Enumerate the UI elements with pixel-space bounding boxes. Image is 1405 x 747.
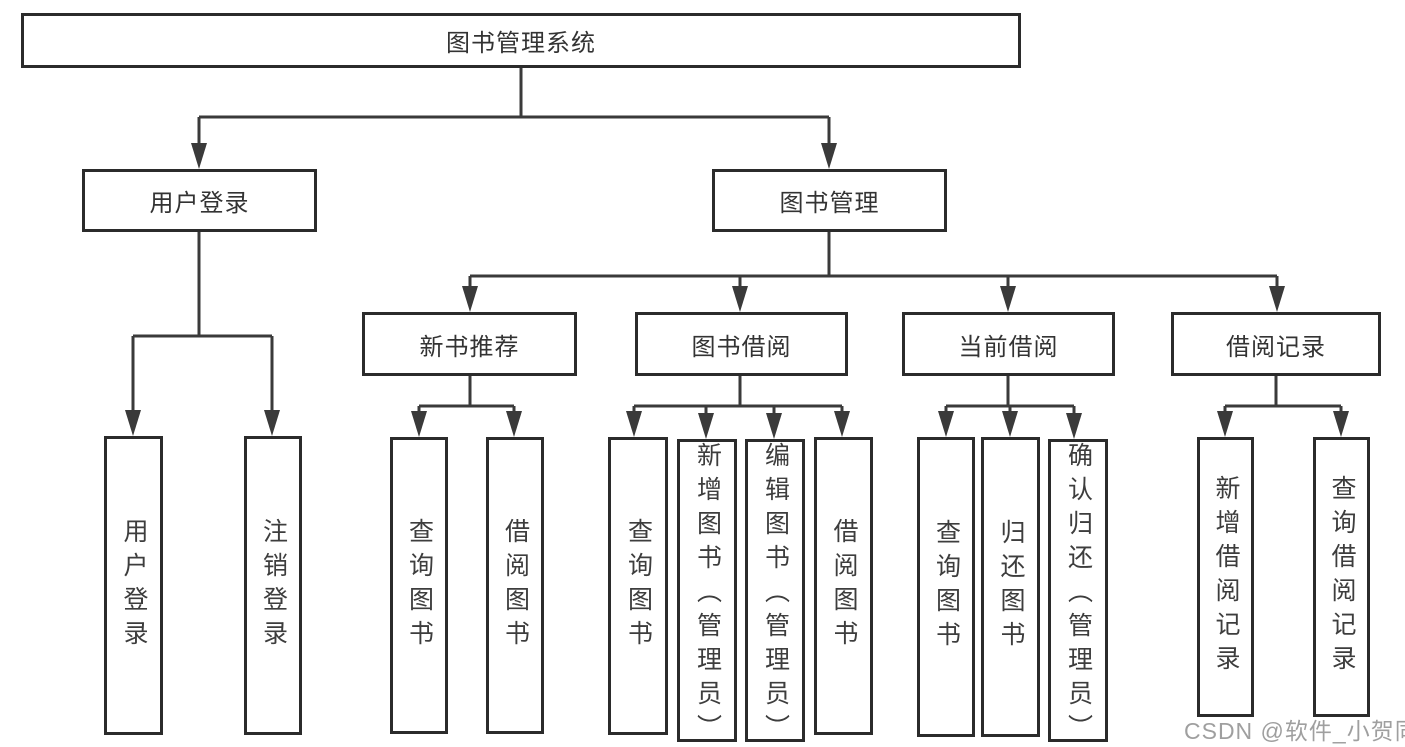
leaf-query-borrow-record: 查询借阅记录: [1313, 437, 1370, 717]
connector-book-borrow: [632, 376, 844, 417]
arrow-icon: [506, 411, 522, 437]
arrow-icon: [626, 411, 642, 437]
arrow-icon: [821, 143, 837, 169]
leaf-user-login: 用户登录: [104, 436, 163, 735]
leaf-edit-book-admin: 编辑图书（管理员）: [745, 439, 805, 747]
leaf-return-book: 归还图书: [981, 437, 1040, 737]
arrow-icon: [1217, 411, 1233, 437]
leaf-label: 借阅图书: [501, 517, 530, 654]
arrow-icon: [766, 413, 782, 439]
leaf-query-books-current: 查询图书: [917, 437, 975, 737]
connector-user-login: [131, 232, 274, 414]
leaf-logout: 注销登录: [244, 436, 302, 735]
arrow-icon: [462, 286, 478, 312]
arrow-icon: [264, 410, 280, 436]
leaf-label: 编辑图书（管理员）: [761, 442, 790, 747]
connector-current-borrow: [944, 376, 1076, 417]
connector-book-mgmt: [468, 232, 1279, 290]
arrow-icon: [1000, 286, 1016, 312]
arrow-icon: [1333, 411, 1349, 437]
arrow-icon: [411, 411, 427, 437]
leaf-label: 确认归还（管理员）: [1064, 442, 1093, 747]
node-root: 图书管理系统: [21, 13, 1021, 68]
node-new-book-recommend: 新书推荐: [362, 312, 577, 376]
connector-borrow-records: [1223, 376, 1343, 415]
leaf-query-books-borrow: 查询图书: [608, 437, 668, 735]
arrow-icon: [1269, 286, 1285, 312]
connector-new-books: [417, 376, 516, 415]
node-book-borrow: 图书借阅: [635, 312, 848, 376]
node-borrow-records: 借阅记录: [1171, 312, 1381, 376]
arrow-icon: [1066, 413, 1082, 439]
leaf-label: 用户登录: [120, 517, 148, 654]
leaf-label: 新增借阅记录: [1212, 475, 1240, 679]
leaf-add-book-admin: 新增图书（管理员）: [677, 439, 737, 747]
node-book-management: 图书管理: [712, 169, 947, 232]
node-user-login: 用户登录: [82, 169, 317, 232]
arrow-icon: [191, 143, 207, 169]
connector-root: [197, 68, 831, 146]
arrow-icon: [834, 411, 850, 437]
leaf-borrow-book: 借阅图书: [814, 437, 873, 735]
leaf-label: 借阅图书: [830, 518, 858, 654]
arrow-icon: [125, 410, 141, 436]
leaf-add-borrow-record: 新增借阅记录: [1197, 437, 1254, 717]
leaf-label: 注销登录: [259, 517, 288, 654]
arrow-icon: [732, 286, 748, 312]
leaf-label: 查询借阅记录: [1328, 475, 1356, 679]
leaf-label: 查询图书: [624, 518, 653, 654]
leaf-query-books-recommend: 查询图书: [390, 437, 448, 734]
csdn-watermark: CSDN @软件_小贺同学: [1184, 718, 1405, 744]
leaf-label: 查询图书: [405, 517, 434, 654]
arrow-icon: [698, 413, 714, 439]
arrow-icon: [938, 411, 954, 437]
leaf-confirm-return-admin: 确认归还（管理员）: [1048, 439, 1108, 747]
leaf-label: 查询图书: [932, 519, 961, 655]
arrow-icon: [1002, 411, 1018, 437]
leaf-label: 归还图书: [997, 519, 1025, 655]
leaf-borrow-books-recommend: 借阅图书: [486, 437, 544, 734]
leaf-label: 新增图书（管理员）: [693, 442, 722, 747]
node-current-borrow: 当前借阅: [902, 312, 1115, 376]
